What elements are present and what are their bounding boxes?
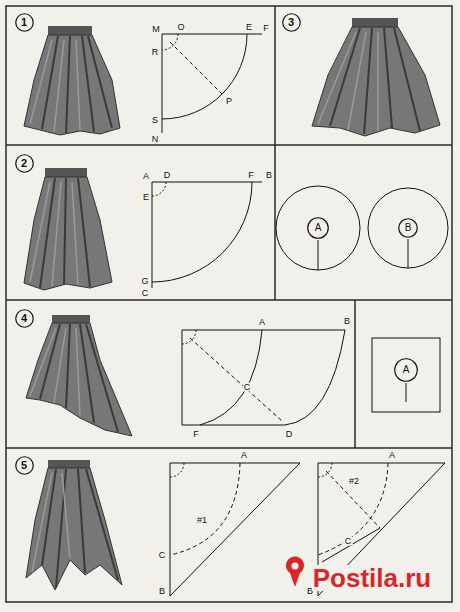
point-letter: B — [265, 171, 273, 180]
panel-number: 2 — [15, 154, 34, 173]
point-letter: S — [151, 116, 159, 125]
panel-number: 4 — [15, 309, 34, 328]
point-letter: M — [151, 25, 161, 34]
skirt-figure — [26, 315, 132, 436]
skirt-figure — [26, 460, 122, 590]
point-letter: E — [245, 23, 253, 32]
point-letter: O — [176, 23, 185, 32]
point-letter: D — [163, 171, 172, 180]
pattern-number: #1 — [196, 516, 208, 525]
watermark-logo — [286, 557, 304, 587]
point-letter: B — [158, 587, 166, 596]
skirt-figure — [24, 26, 120, 135]
point-letter: A — [142, 172, 150, 181]
waist-circle: A — [394, 358, 418, 382]
node-text: 5 — [21, 460, 27, 471]
node-text: 1 — [21, 17, 27, 28]
circle-pattern — [276, 186, 448, 270]
panel-number: 3 — [282, 13, 301, 32]
point-letter: F — [247, 171, 255, 180]
point-letter: A — [388, 451, 396, 460]
point-letter: N — [151, 135, 160, 144]
point-letter: D — [285, 430, 294, 439]
pattern-number: #2 — [348, 477, 360, 486]
circle-pattern — [372, 338, 440, 412]
point-letter: C — [344, 537, 353, 546]
point-letter: P — [225, 97, 233, 106]
skirt-figure — [312, 18, 440, 136]
node-text: B — [405, 223, 412, 233]
node-text: 4 — [21, 313, 27, 324]
point-letter: E — [142, 193, 150, 202]
point-letter: C — [243, 383, 252, 392]
pattern-draft — [162, 34, 262, 133]
point-letter: C — [158, 551, 167, 560]
point-letter: B — [343, 317, 351, 326]
panel-number: 5 — [15, 456, 34, 475]
node-text: A — [403, 365, 410, 375]
point-letter: F — [262, 24, 270, 33]
pattern-draft — [182, 330, 345, 425]
point-letter: R — [151, 48, 160, 57]
node-text: 3 — [288, 17, 294, 28]
skirt-figure — [24, 168, 112, 290]
waist-circle: B — [398, 218, 418, 238]
panel-number: 1 — [15, 13, 34, 32]
point-letter: A — [258, 318, 266, 327]
node-text: A — [315, 223, 322, 233]
waist-circle: A — [307, 217, 329, 239]
pattern-draft — [170, 463, 300, 596]
node-text: 2 — [21, 158, 27, 169]
point-letter: G — [140, 277, 149, 286]
point-letter: A — [240, 451, 248, 460]
point-letter: C — [141, 289, 150, 298]
point-letter: F — [192, 430, 200, 439]
pattern-draft — [152, 182, 262, 288]
watermark: Postila.ru — [312, 565, 432, 591]
